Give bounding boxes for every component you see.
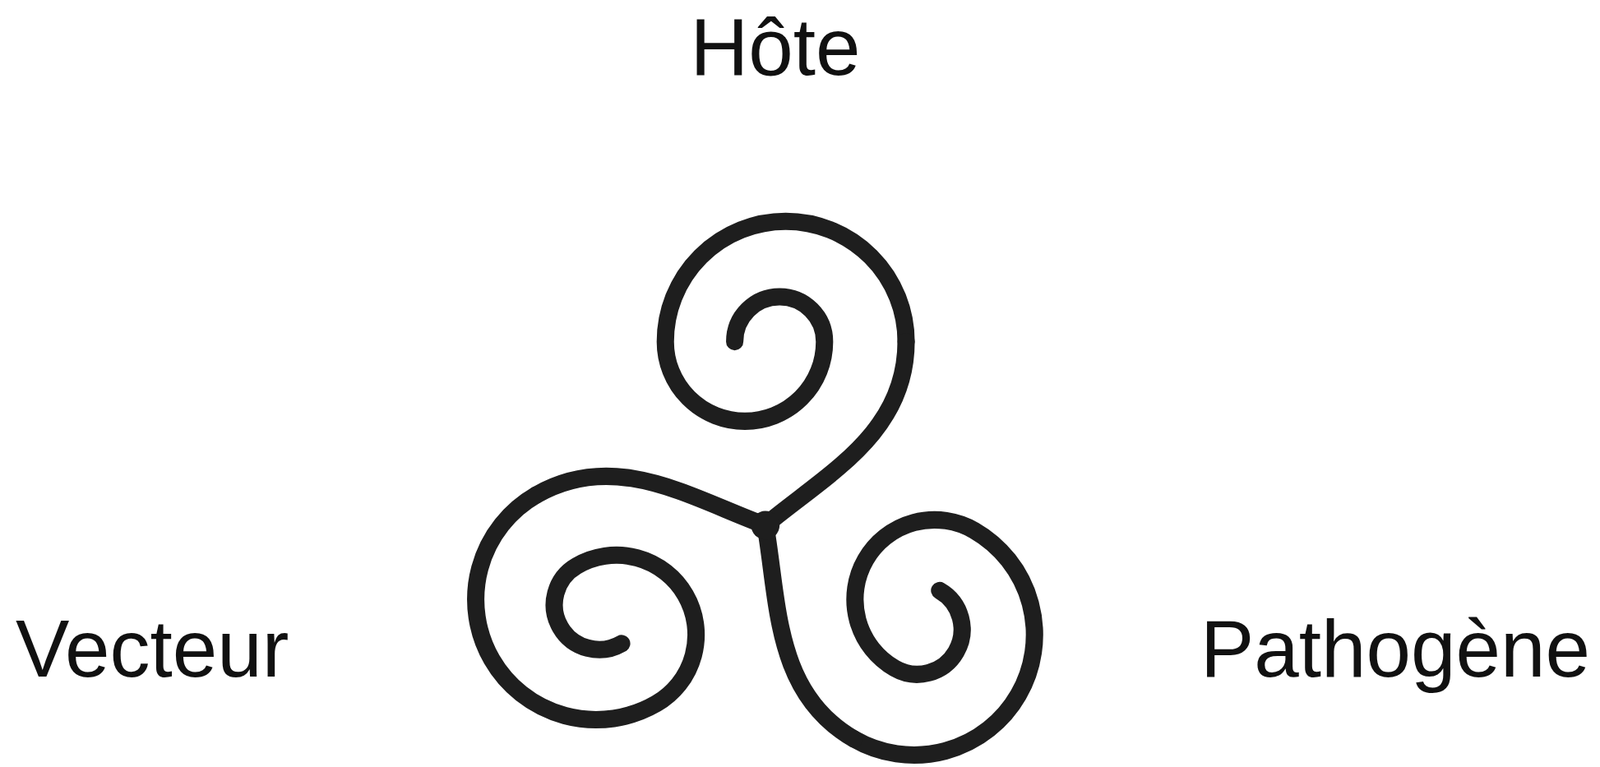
junction <box>750 511 780 541</box>
spiral-arm <box>694 439 1079 767</box>
spiral-arm <box>665 221 907 526</box>
role-label: Hôte <box>689 6 861 88</box>
role-label: Pathogène <box>1200 608 1591 690</box>
role-label: Vecteur <box>15 608 289 690</box>
spiral-arm <box>431 403 816 764</box>
